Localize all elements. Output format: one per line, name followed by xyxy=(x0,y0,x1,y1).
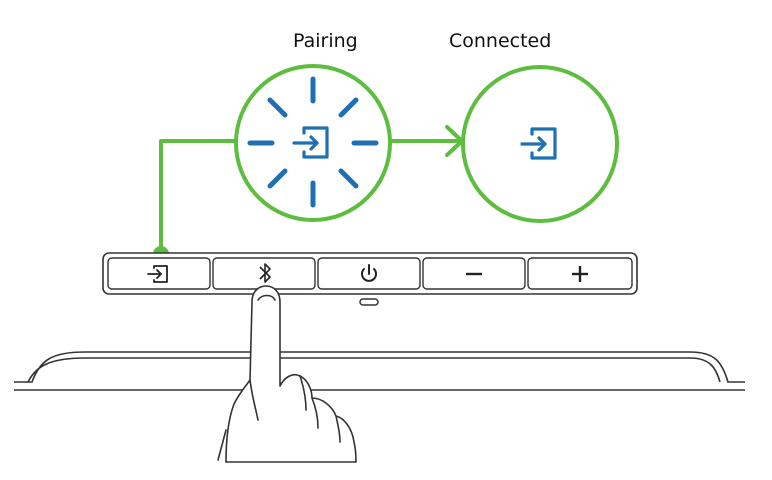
tv-frame xyxy=(14,351,745,391)
pairing-label: Pairing xyxy=(293,30,358,52)
pressing-hand-illustration xyxy=(217,285,357,463)
input-source-icon xyxy=(520,127,557,160)
input-source-icon xyxy=(147,265,168,283)
volume-down-button[interactable] xyxy=(422,257,526,290)
control-bar xyxy=(102,252,638,295)
status-led xyxy=(359,298,379,306)
power-icon xyxy=(361,264,377,282)
input-source-icon xyxy=(292,126,329,159)
plus-icon xyxy=(572,266,588,282)
connected-label: Connected xyxy=(449,30,552,52)
input-button[interactable] xyxy=(107,257,211,290)
bluetooth-button[interactable] xyxy=(212,257,316,290)
volume-up-button[interactable] xyxy=(527,257,633,290)
power-button[interactable] xyxy=(317,257,421,290)
blinking-rays-icon xyxy=(247,76,379,208)
bluetooth-icon xyxy=(259,263,271,283)
